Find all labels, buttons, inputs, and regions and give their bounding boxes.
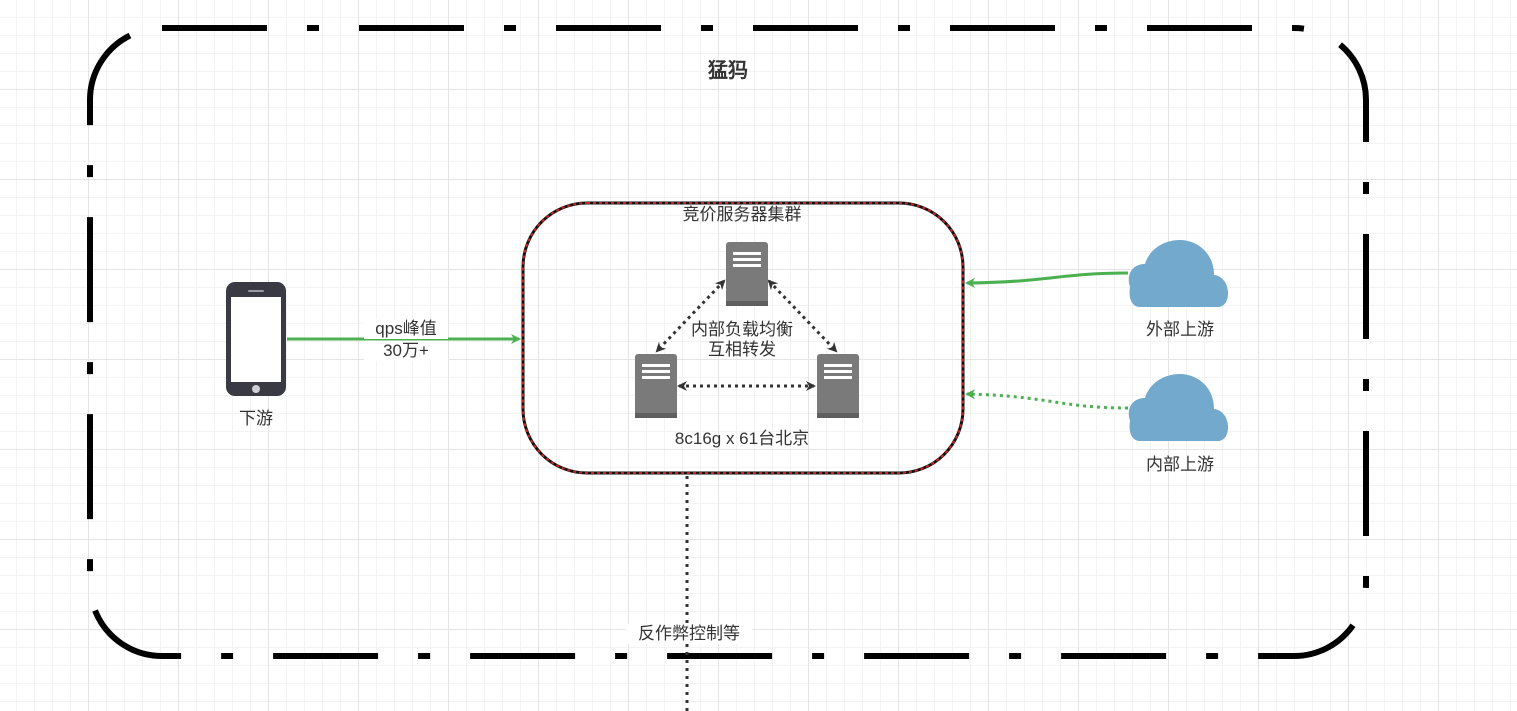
cloud-icon[interactable]	[1128, 374, 1229, 441]
internal-upstream-edge	[965, 389, 1129, 410]
bottom-edge-label: 反作弊控制等	[626, 624, 752, 644]
lb-edge-top-left	[655, 279, 726, 353]
server-icon[interactable]	[635, 354, 677, 418]
internal-lb-label-line1: 内部负载均衡	[691, 320, 793, 339]
external-upstream-label: 外部上游	[1146, 320, 1214, 339]
downstream-label: 下游	[239, 409, 273, 428]
internal-lb-label-line2: 互相转发	[708, 340, 776, 359]
server-icon[interactable]	[726, 242, 768, 306]
server-icon[interactable]	[817, 354, 859, 418]
outer-container-border	[87, 25, 1369, 659]
qps-label-line2: 30万+	[364, 341, 448, 361]
external-upstream-edge	[965, 271, 1129, 288]
mobile-phone-icon[interactable]	[226, 282, 286, 396]
cluster-box[interactable]	[521, 201, 965, 475]
qps-label-line1: qps峰值	[364, 319, 448, 339]
lb-edge-top-right	[767, 279, 838, 353]
container-title: 猛犸	[708, 60, 748, 82]
cluster-title: 竞价服务器集群	[682, 205, 802, 224]
cloud-icon[interactable]	[1128, 240, 1229, 307]
internal-upstream-label: 内部上游	[1146, 455, 1214, 474]
cluster-spec-label: 8c16g x 61台北京	[674, 429, 810, 448]
